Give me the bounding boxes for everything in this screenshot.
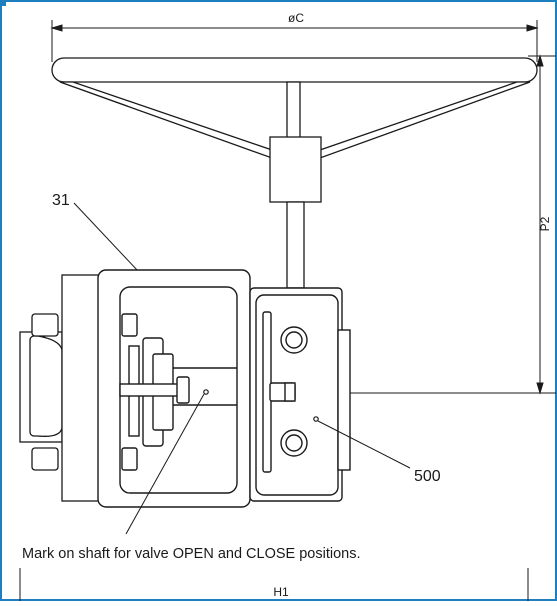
- leader-line-mark: [125, 393, 205, 535]
- hub-shaft: [269, 136, 322, 289]
- housing-mark-dot: [313, 416, 319, 422]
- shaft-mark-dot: [203, 389, 209, 395]
- flange: [19, 274, 103, 502]
- diameter-label: øC: [288, 11, 304, 25]
- height-dimension: [350, 54, 556, 395]
- height-label: P2: [538, 216, 552, 231]
- part-label-500: 500: [414, 468, 441, 485]
- bottom-dimension-label: H1: [273, 585, 289, 599]
- gearbox-body: [97, 269, 251, 508]
- handwheel: [51, 57, 538, 159]
- actuator-housing: [249, 287, 351, 502]
- part-label-31: 31: [52, 192, 70, 209]
- bottom-dimension: [19, 568, 529, 601]
- leader-line-500: [317, 420, 411, 469]
- shaft-mark-caption: Mark on shaft for valve OPEN and CLOSE p…: [22, 546, 360, 562]
- diameter-dimension: [50, 20, 539, 62]
- leader-line-31: [73, 202, 139, 272]
- frame-corner-mark: [0, 0, 6, 6]
